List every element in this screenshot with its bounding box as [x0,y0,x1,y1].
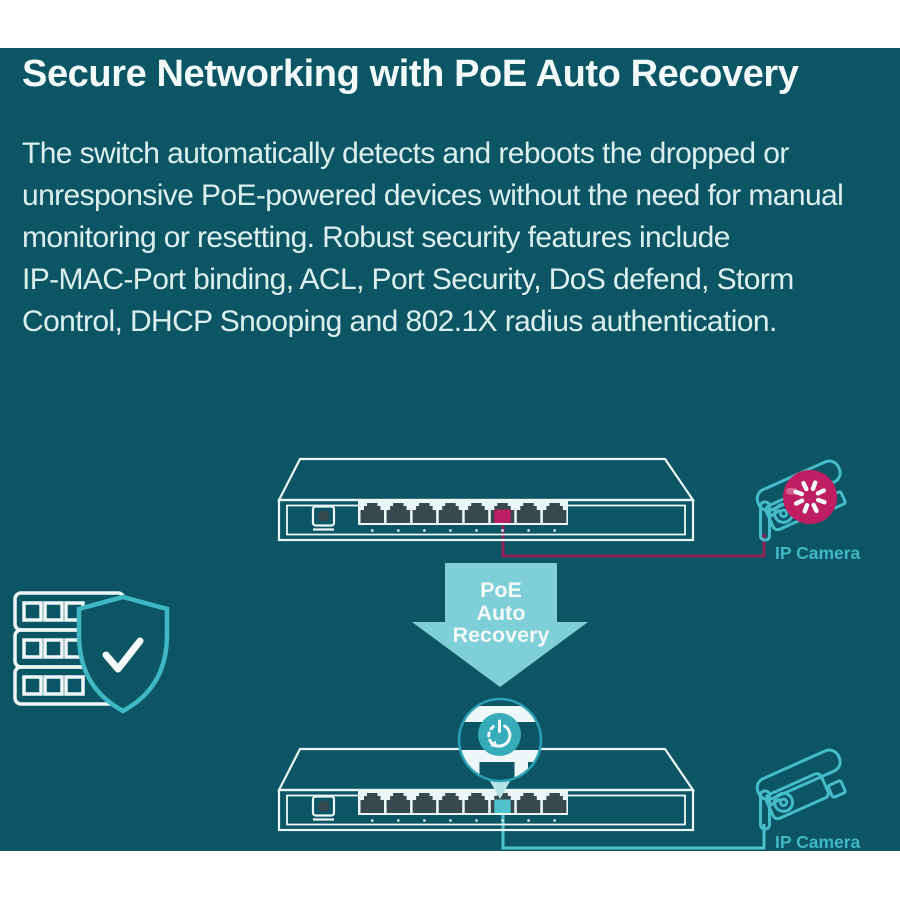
arrow-label-line2: Auto [477,601,526,625]
shield-check-icon [76,594,170,714]
description-line: unresponsive PoE-powered devices without… [22,179,844,212]
description-line: Control, DHCP Snooping and 802.1X radius… [22,305,777,338]
restart-power-icon [457,697,543,799]
poe-auto-recovery-arrow: PoE Auto Recovery [412,563,588,687]
ip-camera-label-bottom: IP Camera [775,832,861,852]
description-line: monitoring or resetting. Robust security… [22,221,730,254]
arrow-label-line3: Recovery [453,623,550,647]
ip-camera-icon-recovered [752,745,855,831]
pink-cable [501,516,766,558]
arrow-label-line1: PoE [480,578,522,602]
loading-spinner-icon [783,470,837,524]
teal-background-panel [0,48,900,851]
poe-switch-icon-top [277,457,695,542]
description-paragraph: The switch automatically detects and reb… [22,133,888,343]
page-title: Secure Networking with PoE Auto Recovery [22,53,799,95]
poe-switch-icon-bottom [277,747,695,832]
description-line: The switch automatically detects and reb… [22,137,789,170]
description-line: IP-MAC-Port binding, ACL, Port Security,… [22,263,794,296]
ip-camera-label-top: IP Camera [775,543,861,563]
ip-camera-icon-dropped [752,456,855,542]
pink-port-connector [494,509,511,523]
server-rack-icon [13,591,126,706]
teal-cable [501,806,766,850]
teal-port-connector [494,799,511,813]
